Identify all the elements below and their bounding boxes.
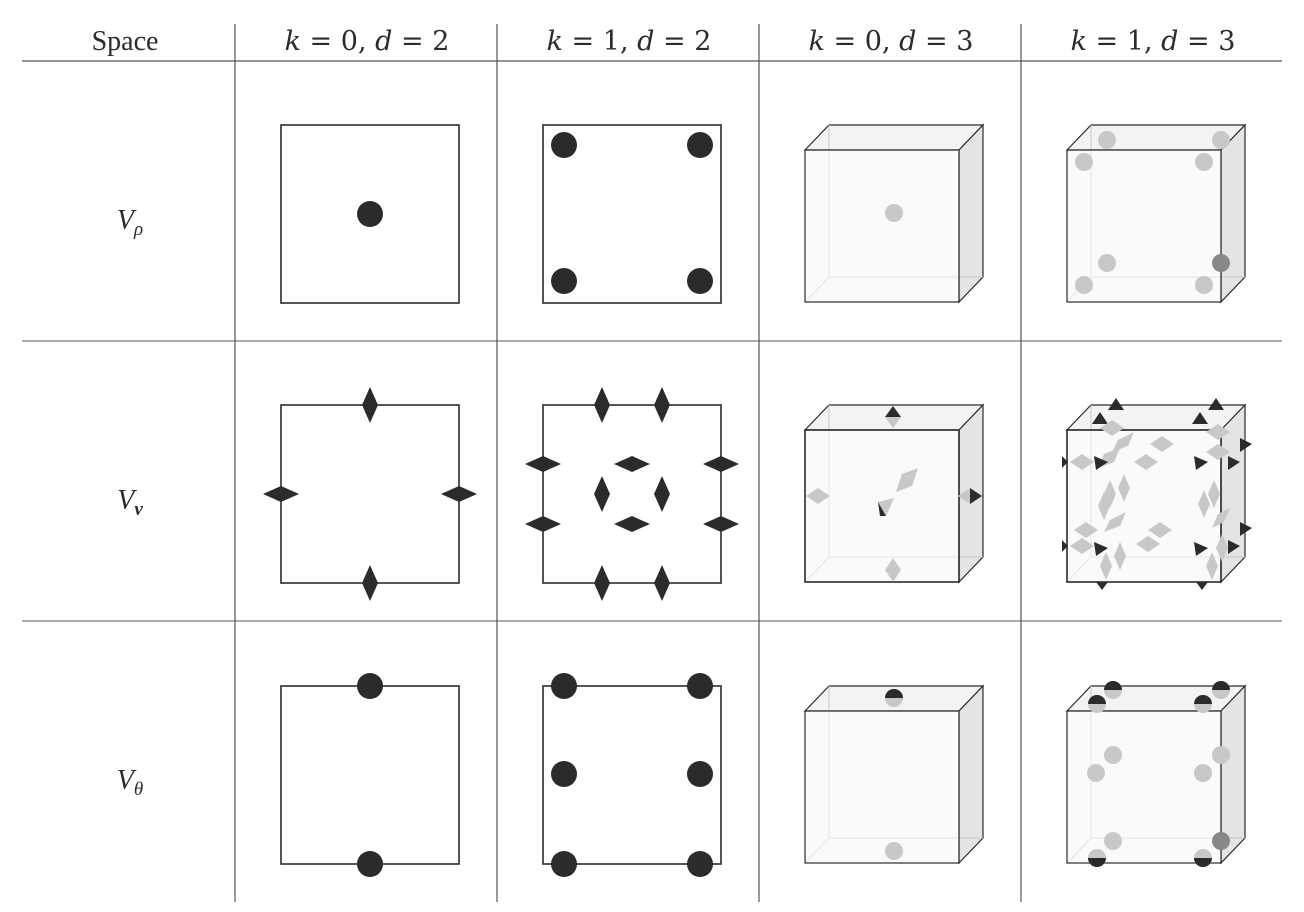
cell-vv-k0-d2 (263, 387, 477, 601)
dof-dot-interior (885, 204, 903, 222)
cube-top-face (803, 124, 985, 151)
cell-vtheta-k1-d3 (1065, 681, 1247, 867)
dof-arrow (1228, 540, 1240, 554)
dof-dot (687, 761, 713, 787)
dof-dot-bottom (885, 842, 903, 860)
cube-front-face (1066, 149, 1222, 303)
dof-dot (1075, 153, 1093, 171)
cell-vrho-k0-d2 (280, 124, 460, 304)
square-element (280, 404, 460, 584)
header-space-label: Space (91, 26, 159, 57)
header-col-3: k = 0, d = 3 (808, 26, 974, 57)
dof-dot (551, 761, 577, 787)
dof-arrow (1192, 412, 1208, 424)
dof-arrow (1094, 542, 1108, 556)
dof-arrow-top (885, 406, 901, 417)
dof-arrow (1240, 522, 1252, 536)
dof-arrow (1194, 542, 1208, 556)
dof-dot (1195, 276, 1213, 294)
dof-diamond-left (806, 488, 830, 504)
dof-dot (357, 851, 383, 877)
dof-dot (1075, 276, 1093, 294)
dof-arrow-right (970, 488, 982, 504)
dof-dot (1087, 764, 1105, 782)
cube-side-face (1220, 123, 1246, 304)
cell-vv-k1-d2 (525, 387, 739, 601)
dof-dot (357, 673, 383, 699)
dof-dot (1212, 832, 1230, 850)
dof-dot (551, 851, 577, 877)
cube-side-face (958, 123, 984, 304)
cube-front-face (1066, 429, 1222, 583)
cube-front-face (1066, 710, 1222, 864)
cube-side-face (958, 684, 984, 865)
dof-dot (357, 201, 383, 227)
dof-dot (1212, 254, 1230, 272)
square-element (280, 685, 460, 865)
dof-half-dot (1194, 858, 1212, 867)
dof-dot (551, 132, 577, 158)
cell-vtheta-k1-d2 (542, 673, 722, 877)
dof-half-dot (1088, 858, 1106, 867)
dof-half-dot (1194, 695, 1212, 704)
dof-arrow (1194, 456, 1208, 470)
row-label-v-rho: Vρ (116, 205, 144, 240)
dof-diamond-back (896, 468, 918, 492)
dof-half-dot (1088, 695, 1106, 704)
header-col-2: k = 1, d = 2 (546, 26, 712, 57)
header-col-1: k = 0, d = 2 (284, 26, 450, 57)
dof-half-dot (1212, 681, 1230, 690)
cell-vv-k1-d3 (1062, 398, 1252, 590)
dof-dot (1098, 131, 1116, 149)
dof-dot (687, 268, 713, 294)
cell-vrho-k0-d3 (803, 123, 985, 304)
dof-half-dot-top (885, 689, 903, 698)
dof-dot (1104, 832, 1122, 850)
dof-dot (1104, 746, 1122, 764)
dof-arrow (1108, 398, 1124, 410)
square-element (542, 404, 722, 584)
cube-front-face (804, 710, 960, 864)
dof-dot (687, 673, 713, 699)
cell-vtheta-k0-d3 (803, 684, 985, 865)
dof-dot (551, 673, 577, 699)
dof-dot (551, 268, 577, 294)
row-label-v-theta: Vθ (116, 765, 144, 800)
cube-front-face (804, 149, 960, 303)
cell-vrho-k1-d3 (1065, 123, 1247, 304)
dof-arrow (1240, 438, 1252, 452)
dof-dot (1212, 746, 1230, 764)
dof-arrow (1208, 398, 1224, 410)
dof-arrow (1228, 456, 1240, 470)
header-col-4: k = 1, d = 3 (1070, 26, 1236, 57)
cell-vrho-k1-d2 (542, 124, 722, 304)
dof-dot (687, 851, 713, 877)
dof-dot (1195, 153, 1213, 171)
dof-dot (1194, 764, 1212, 782)
dof-diamond-bottom (885, 558, 901, 582)
dof-arrow (1092, 412, 1108, 424)
dof-arrow (1094, 456, 1108, 470)
dof-dot (1212, 131, 1230, 149)
dof-dot (687, 132, 713, 158)
table-grid (22, 24, 1282, 902)
cell-vtheta-k0-d2 (280, 673, 460, 877)
dof-dot (1098, 254, 1116, 272)
dof-arrow-front (878, 502, 886, 516)
cell-vv-k0-d3 (803, 403, 985, 584)
dof-half-dot (1104, 681, 1122, 690)
row-label-v-v: Vv (117, 485, 143, 520)
